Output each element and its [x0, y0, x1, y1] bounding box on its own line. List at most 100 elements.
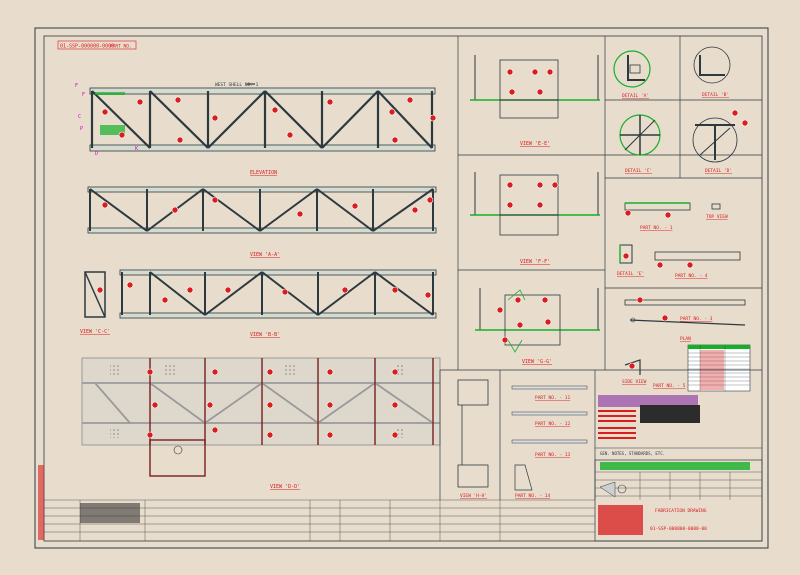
- part-2: DETAIL 'E' PART NO. - 4: [617, 244, 741, 279]
- elevation-label: ELEVATION: [250, 170, 277, 176]
- part-balloon: [211, 368, 219, 376]
- detail-c-label: DETAIL 'C': [625, 168, 652, 174]
- part-balloon: [326, 431, 334, 439]
- inner-border: [43, 35, 763, 542]
- view-gg-label: VIEW 'G-G': [522, 359, 552, 365]
- view-hh: VIEW 'H-H': [457, 379, 489, 499]
- notes-block: GEN. NOTES, STANDARDS, ETC.: [595, 395, 762, 456]
- part-balloon: [686, 261, 694, 269]
- part-balloon: [101, 201, 109, 209]
- parts-flat: PART NO. - 11 PART NO. - 12 PART NO. - 1…: [511, 385, 588, 499]
- part-balloon: [541, 296, 549, 304]
- part-balloon: [176, 136, 184, 144]
- part-balloon: [266, 368, 274, 376]
- part-13-label: PART NO. - 13: [535, 452, 571, 458]
- part-balloon: [731, 109, 739, 117]
- svg-text:P: P: [80, 126, 83, 132]
- part-3: PART NO. - 3 PLAN: [624, 299, 746, 342]
- part-balloon: [118, 131, 126, 139]
- view-aa: VIEW 'A-A': [87, 186, 437, 258]
- part-balloon: [136, 98, 144, 106]
- part-balloon: [546, 68, 554, 76]
- part-balloon: [286, 131, 294, 139]
- part-balloon: [656, 261, 664, 269]
- part-balloon: [516, 321, 524, 329]
- part-balloon: [351, 202, 359, 210]
- revision-strip: [44, 499, 595, 541]
- part-balloon: [741, 119, 749, 127]
- part-1-label: PART NO. - 1: [640, 225, 673, 231]
- part-balloon: [266, 401, 274, 409]
- part-balloons: [96, 68, 749, 439]
- elevation-note: WEST SHELL NO. 1: [215, 82, 259, 88]
- part-14-label: PART NO. - 14: [515, 493, 551, 499]
- part-balloon: [161, 296, 169, 304]
- svg-text:C: C: [78, 114, 81, 120]
- part-balloon: [514, 296, 522, 304]
- part-balloon: [506, 68, 514, 76]
- part-balloon: [664, 211, 672, 219]
- part-balloon: [391, 286, 399, 294]
- part-balloon: [628, 362, 636, 370]
- part-balloon: [146, 431, 154, 439]
- part-1: PART NO. - 1: [624, 202, 691, 231]
- svg-text:F: F: [82, 92, 85, 98]
- part-balloon: [326, 98, 334, 106]
- part-balloon: [531, 68, 539, 76]
- part-balloon: [391, 401, 399, 409]
- detail-b: DETAIL 'B': [693, 46, 731, 98]
- top-view: TOP VIEW: [706, 203, 728, 220]
- part-balloon: [429, 114, 437, 122]
- part-12-label: PART NO. - 12: [535, 421, 571, 427]
- svg-text:K: K: [135, 146, 138, 152]
- part-5-label: PART NO. - 5: [653, 383, 686, 389]
- view-ee: VIEW 'E-E': [470, 55, 600, 147]
- top-view-label: TOP VIEW: [706, 214, 728, 220]
- revision-mark: [80, 503, 140, 523]
- part-balloon: [271, 106, 279, 114]
- view-ff-label: VIEW 'F-F': [520, 259, 550, 265]
- part-balloon: [224, 286, 232, 294]
- part-balloon: [388, 108, 396, 116]
- view-dd-label: VIEW 'D-D': [270, 484, 300, 490]
- part-balloon: [391, 368, 399, 376]
- title-block: FABRICATION DRAWING 01-SSP-000000-0000-0…: [594, 459, 763, 542]
- notes-label: GEN. NOTES, STANDARDS, ETC.: [600, 451, 665, 456]
- part-balloon: [551, 181, 559, 189]
- detail-a-label: DETAIL 'A': [622, 93, 649, 99]
- rev-tag: PART NO.: [110, 44, 132, 50]
- view-cc-label: VIEW 'C-C': [80, 329, 110, 335]
- detail-d: DETAIL 'D': [692, 117, 738, 174]
- view-aa-label: VIEW 'A-A': [250, 252, 280, 258]
- part-balloon: [426, 196, 434, 204]
- part-balloon: [411, 206, 419, 214]
- part-balloon: [424, 291, 432, 299]
- part-balloon: [661, 314, 669, 322]
- part-balloon: [101, 108, 109, 116]
- part-balloon: [96, 286, 104, 294]
- detail-d-label: DETAIL 'D': [705, 168, 732, 174]
- part-balloon: [536, 201, 544, 209]
- part-balloon: [211, 114, 219, 122]
- part-balloon: [326, 401, 334, 409]
- drawing-number: 01-SSP-000000-0000-00: [650, 526, 707, 532]
- part-balloon: [391, 136, 399, 144]
- part-11-label: PART NO. - 11: [535, 395, 571, 401]
- part-balloon: [326, 368, 334, 376]
- view-bb: VIEW 'C-C' VIEW 'B-B': [80, 269, 437, 338]
- part-balloon: [266, 431, 274, 439]
- part-balloon: [496, 306, 504, 314]
- part-balloon: [508, 88, 516, 96]
- view-bb-label: VIEW 'B-B': [250, 332, 280, 338]
- part-balloon: [146, 368, 154, 376]
- part-balloon: [171, 206, 179, 214]
- part-balloon: [126, 281, 134, 289]
- part-balloon: [544, 318, 552, 326]
- part-2-label: DETAIL 'E': [617, 271, 644, 277]
- outer-border: [34, 27, 769, 549]
- view-dd: VIEW 'D-D': [81, 357, 441, 490]
- part-balloon: [624, 209, 632, 217]
- view-ff: VIEW 'F-F': [470, 172, 600, 265]
- detail-c: DETAIL 'C': [619, 114, 661, 174]
